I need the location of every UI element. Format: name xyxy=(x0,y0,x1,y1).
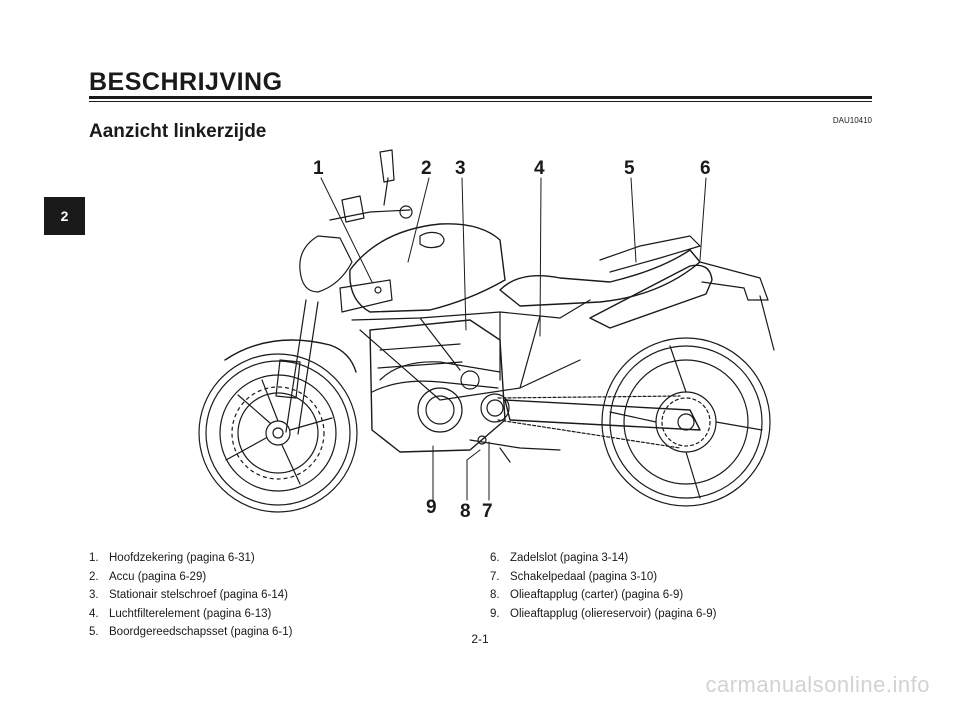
front-mudguard xyxy=(224,339,357,373)
item-number: 7. xyxy=(490,570,500,583)
callout-leader-lines xyxy=(320,177,707,501)
callout-7: 7 xyxy=(482,501,493,522)
title-rule-thin xyxy=(89,101,872,102)
page-number: 2-1 xyxy=(471,632,489,646)
list-item: 6. Zadelslot (pagina 3-14) xyxy=(490,549,716,568)
exhaust xyxy=(589,264,713,329)
watermark-text: carmanualsonline.info xyxy=(705,672,930,697)
callout-4: 4 xyxy=(534,158,545,179)
parts-list-left: 1. Hoofdzekering (pagina 6-31) 2. Accu (… xyxy=(89,549,292,642)
callout-2: 2 xyxy=(421,158,432,179)
swingarm xyxy=(504,399,701,431)
item-label: Hoofdzekering (pagina 6-31) xyxy=(109,552,255,564)
seat xyxy=(499,249,701,307)
item-number: 1. xyxy=(89,552,99,564)
fuel-tank xyxy=(349,223,506,313)
list-item: 8. Olieaftapplug (carter) (pagina 6-9) xyxy=(490,586,716,605)
title-rule-thick xyxy=(89,96,872,99)
engine xyxy=(369,319,510,453)
list-item: 4. Luchtfilterelement (pagina 6-13) xyxy=(89,605,292,624)
section-title: BESCHRIJVING xyxy=(89,68,283,96)
subsection-title: Aanzicht linkerzijde xyxy=(89,121,267,142)
headlight-and-handlebar xyxy=(299,149,413,293)
callout-3: 3 xyxy=(455,158,466,179)
item-number: 6. xyxy=(490,552,500,564)
parts-list-right: 6. Zadelslot (pagina 3-14) 7. Schakelped… xyxy=(490,549,716,623)
item-label: Olieaftapplug (carter) (pagina 6-9) xyxy=(510,589,684,601)
document-code: DAU10410 xyxy=(832,116,872,125)
rear-wheel xyxy=(601,337,771,507)
item-number: 5. xyxy=(89,626,99,638)
item-label: Boordgereedschapsset (pagina 6-1) xyxy=(109,626,293,638)
list-item: 9. Olieaftapplug (oliereservoir) (pagina… xyxy=(490,605,716,624)
item-label: Stationair stelschroef (pagina 6-14) xyxy=(109,589,288,601)
chapter-tab: 2 xyxy=(44,197,85,235)
front-fork xyxy=(275,299,319,435)
callout-1: 1 xyxy=(313,158,324,179)
list-item: 7. Schakelpedaal (pagina 3-10) xyxy=(490,568,716,587)
item-label: Schakelpedaal (pagina 3-10) xyxy=(510,570,658,583)
item-number: 2. xyxy=(89,570,99,583)
list-item: 5. Boordgereedschapsset (pagina 6-1) xyxy=(89,623,292,642)
callout-9: 9 xyxy=(426,497,437,518)
item-number: 8. xyxy=(490,589,500,601)
item-label: Zadelslot (pagina 3-14) xyxy=(510,552,629,564)
callout-8: 8 xyxy=(460,501,471,522)
item-label: Accu (pagina 6-29) xyxy=(109,570,207,583)
item-label: Olieaftapplug (oliereservoir) (pagina 6-… xyxy=(510,607,717,620)
callout-5: 5 xyxy=(624,158,635,179)
list-item: 2. Accu (pagina 6-29) xyxy=(89,568,292,587)
item-number: 3. xyxy=(89,589,99,601)
list-item: 3. Stationair stelschroef (pagina 6-14) xyxy=(89,586,292,605)
item-label: Luchtfilterelement (pagina 6-13) xyxy=(109,607,272,620)
callout-6: 6 xyxy=(700,158,711,179)
callout-numbers: 1 2 3 4 5 6 9 8 7 xyxy=(313,158,711,522)
item-number: 9. xyxy=(490,607,500,620)
item-number: 4. xyxy=(89,607,99,620)
list-item: 1. Hoofdzekering (pagina 6-31) xyxy=(89,549,292,568)
